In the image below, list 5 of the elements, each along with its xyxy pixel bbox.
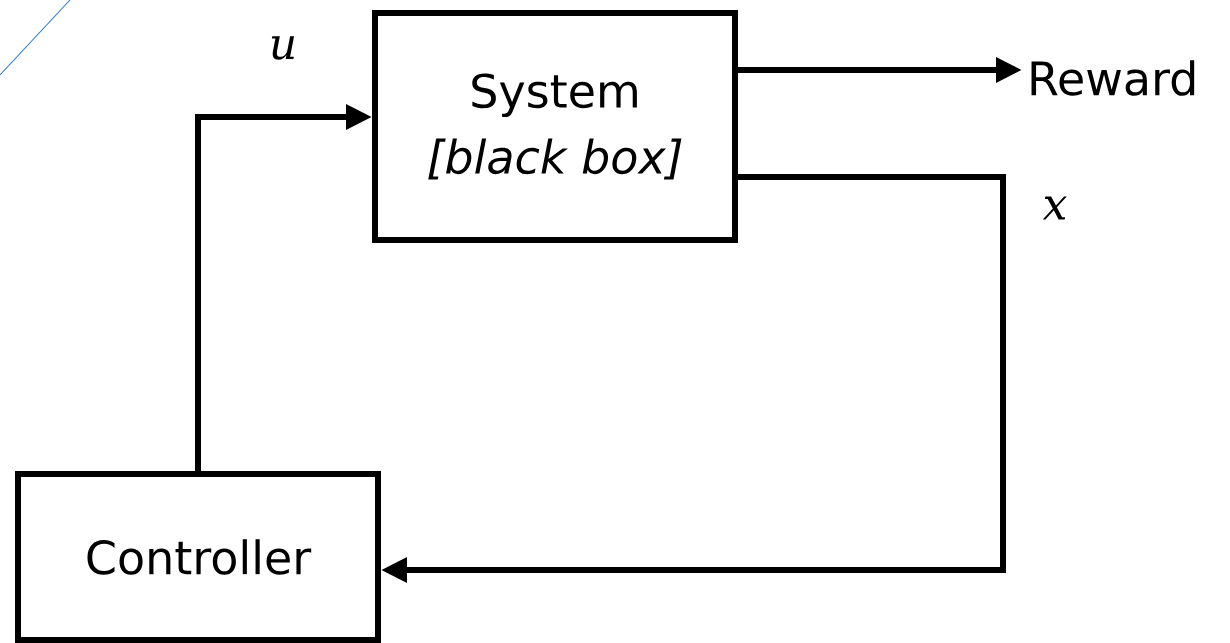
edge-label: x bbox=[1040, 194, 1070, 222]
edge-label: u bbox=[266, 34, 300, 62]
process-box: System [black box] bbox=[372, 10, 738, 243]
process-box: Controller bbox=[15, 471, 381, 643]
output-label: Reward bbox=[1031, 60, 1195, 96]
